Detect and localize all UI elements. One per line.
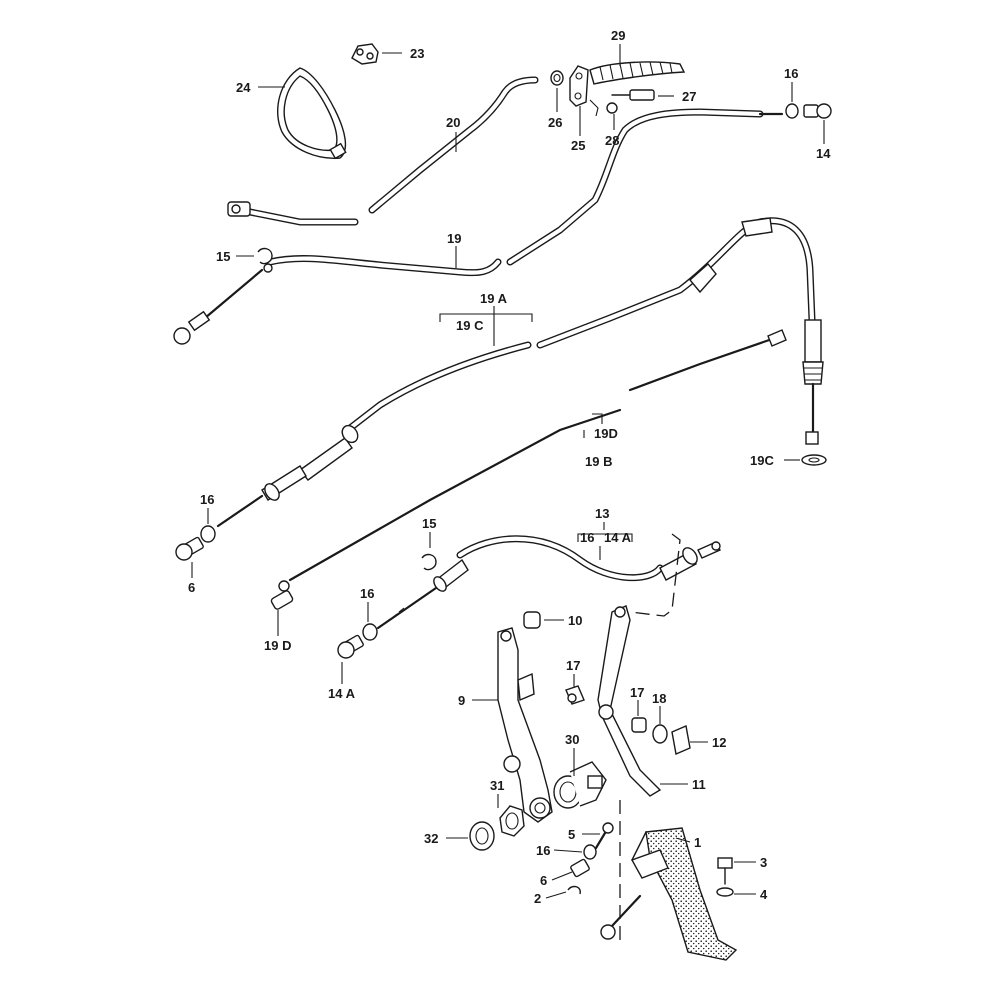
- label-1: 1: [694, 835, 701, 850]
- label-19C: 19C: [750, 453, 774, 468]
- bracket-part-icon: [351, 43, 379, 65]
- label-24: 24: [236, 80, 251, 95]
- cable-19A: [216, 217, 824, 528]
- label-2: 2: [534, 891, 541, 906]
- ball-end-14A-icon: [337, 634, 364, 659]
- cable-19: [173, 108, 784, 345]
- washer-4-icon: [716, 887, 734, 897]
- label-19: 19: [447, 231, 461, 246]
- bushing-17a-icon: [565, 685, 585, 705]
- label-14A-group: 14 A: [604, 530, 632, 545]
- washer-18-icon: [652, 724, 668, 744]
- ball-end-6b-icon: [570, 858, 590, 878]
- label-16-left: 16: [200, 492, 214, 507]
- label-6-left: 6: [188, 580, 195, 595]
- nut-16c-icon: [362, 623, 378, 641]
- label-3: 3: [760, 855, 767, 870]
- clip-15a-icon: [257, 247, 273, 273]
- label-14A: 14 A: [328, 686, 356, 701]
- part-labels: 23 24 20 29 27 26 25 28 16 14 15 19 19 A…: [188, 28, 831, 906]
- label-11: 11: [692, 777, 706, 792]
- label-17-right: 17: [630, 685, 644, 700]
- washer-28-icon: [606, 102, 618, 114]
- label-15-top: 15: [216, 249, 230, 264]
- label-30: 30: [565, 732, 579, 747]
- hose-20: [227, 76, 539, 226]
- label-12: 12: [712, 735, 726, 750]
- bellows-part-icon: [589, 61, 686, 85]
- nut-26-icon: [550, 70, 564, 86]
- label-16-mid: 16: [360, 586, 374, 601]
- leader-lines: [191, 44, 825, 899]
- label-20: 20: [446, 115, 460, 130]
- label-15-mid: 15: [422, 516, 436, 531]
- accelerator-pedal-icon: [630, 827, 738, 961]
- dash-link-a: [629, 533, 681, 617]
- nut-16a-icon: [785, 103, 799, 119]
- rod-5-icon: [594, 822, 614, 850]
- bolt-27-icon: [611, 89, 655, 101]
- label-9: 9: [458, 693, 465, 708]
- ball-end-6a-icon: [175, 536, 204, 561]
- rod-lower-icon: [600, 894, 642, 940]
- label-14: 14: [816, 146, 831, 161]
- label-32: 32: [424, 831, 438, 846]
- label-13: 13: [595, 506, 609, 521]
- ball-end-14-icon: [803, 103, 832, 119]
- label-23: 23: [410, 46, 424, 61]
- label-31: 31: [490, 778, 504, 793]
- label-19B: 19 B: [585, 454, 612, 469]
- label-19C-group: 19 C: [456, 318, 484, 333]
- bushing-17b-icon: [631, 717, 647, 733]
- label-19D-group: 19D: [594, 426, 618, 441]
- clip-12-icon: [671, 725, 691, 755]
- wire-19B: [270, 329, 787, 610]
- hose-clamp-icon: [277, 67, 347, 160]
- nut-16d-icon: [583, 844, 597, 860]
- lever-11-icon: [597, 605, 662, 797]
- label-16-group: 16: [580, 530, 594, 545]
- label-27: 27: [682, 89, 696, 104]
- screw-3-icon: [717, 857, 733, 885]
- label-5: 5: [568, 827, 575, 842]
- label-29: 29: [611, 28, 625, 43]
- label-10: 10: [568, 613, 582, 628]
- washer-19C-icon: [801, 454, 827, 466]
- clip-15b-icon: [421, 553, 437, 571]
- gasket-31-icon: [499, 805, 525, 837]
- label-19A: 19 A: [480, 291, 508, 306]
- label-26: 26: [548, 115, 562, 130]
- label-16-top: 16: [784, 66, 798, 81]
- label-6-low: 6: [540, 873, 547, 888]
- label-25: 25: [571, 138, 585, 153]
- lever-9-icon: [497, 627, 553, 823]
- label-28: 28: [605, 133, 619, 148]
- cable-13: [376, 535, 721, 630]
- grommet-10-icon: [523, 611, 541, 629]
- label-18: 18: [652, 691, 666, 706]
- plate-25-icon: [569, 65, 589, 107]
- label-19D: 19 D: [264, 638, 291, 653]
- label-16-low: 16: [536, 843, 550, 858]
- nut-16b-icon: [200, 525, 216, 543]
- label-17-left: 17: [566, 658, 580, 673]
- clip-2-icon: [567, 885, 581, 895]
- label-4: 4: [760, 887, 768, 902]
- actuator-30-icon: [553, 761, 607, 809]
- nut-32-icon: [469, 821, 495, 851]
